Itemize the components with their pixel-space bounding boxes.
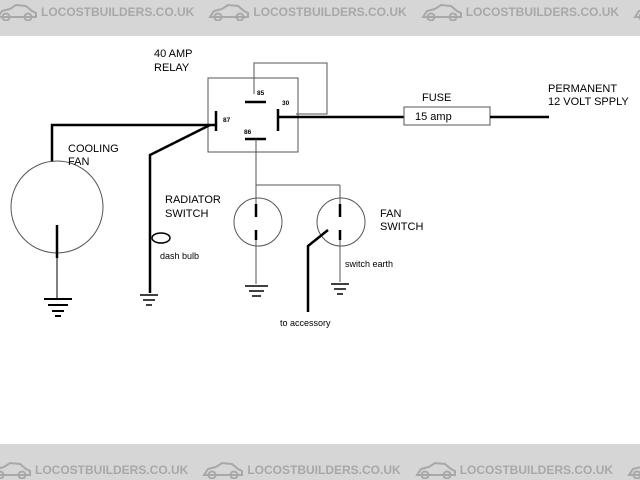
wire-relay-to-fan xyxy=(50,123,216,162)
dash-bulb-label: dash bulb xyxy=(160,251,199,261)
watermark-text: LOCOSTBUILDERS.CO.UK xyxy=(41,5,195,19)
relay-coil-loop-wire xyxy=(253,62,328,115)
radiator-switch-label-line1: RADIATOR xyxy=(165,194,221,206)
relay-label-line1: 40 AMP xyxy=(154,48,193,60)
relay-pin-87-label: 87 xyxy=(223,117,231,124)
car-icon xyxy=(202,461,244,479)
relay-pin-85-label: 85 xyxy=(257,90,265,97)
watermark-text: LOCOSTBUILDERS.CO.UK xyxy=(35,463,189,477)
supply-label-line2: 12 VOLT SPPLY xyxy=(548,96,629,108)
watermark-banner-bottom: LOCOSTBUILDERS.CO.UK LOCOSTBUILDERS.CO.U… xyxy=(0,444,640,480)
watermark-item: LOCOSTBUILDERS.CO.UK xyxy=(208,3,407,21)
relay-label-line2: RELAY xyxy=(154,62,190,74)
fan-switch-label-line2: SWITCH xyxy=(380,221,423,233)
earth-switch-circle xyxy=(233,197,283,247)
cooling-fan-label-line1: COOLING xyxy=(68,143,119,155)
watermark-item: LOCOSTBUILDERS.CO.UK xyxy=(0,461,188,479)
radiator-switch-label-line2: SWITCH xyxy=(165,208,208,220)
watermark-banner-top: LOCOSTBUILDERS.CO.UK LOCOSTBUILDERS.CO.U… xyxy=(0,0,640,36)
switch-earth-label: switch earth xyxy=(345,259,393,269)
fan-switch-label-line1: FAN xyxy=(380,208,401,220)
fan-earth-symbol xyxy=(44,298,72,317)
relay-box xyxy=(207,77,299,153)
watermark-item: LOCOSTBUILDERS.CO.UK xyxy=(414,461,614,479)
watermark-row: LOCOSTBUILDERS.CO.UK LOCOSTBUILDERS.CO.U… xyxy=(0,0,640,30)
watermark-item: LOCOSTBUILDERS.CO.UK xyxy=(420,3,620,21)
relay-pin-30-label: 30 xyxy=(282,100,290,107)
watermark-text: LOCOSTBUILDERS.CO.UK xyxy=(459,463,614,477)
car-icon xyxy=(414,461,456,479)
car-icon xyxy=(208,3,250,21)
watermark-text: LOCOSTBUILDERS.CO.UK xyxy=(247,463,401,477)
fan-switch-earth-symbol xyxy=(331,283,349,295)
fuse-value-label: 15 amp xyxy=(415,111,452,123)
relay-pin-86-label: 86 xyxy=(244,129,252,136)
cooling-fan-label-line2: FAN xyxy=(68,156,89,168)
supply-label-line1: PERMANENT xyxy=(548,83,617,95)
car-icon xyxy=(0,3,37,21)
dash-bulb-icon xyxy=(151,232,171,244)
fan-switch-circle xyxy=(316,197,366,247)
earth-switch-earth-symbol xyxy=(245,285,268,297)
to-accessory-label: to accessory xyxy=(280,318,331,328)
radiator-switch-wire xyxy=(148,123,211,293)
car-icon xyxy=(0,461,31,479)
accessory-wire xyxy=(306,229,329,312)
car-icon xyxy=(420,3,462,21)
watermark-item: LOCOSTBUILDERS.CO.UK xyxy=(202,461,401,479)
radiator-earth-symbol xyxy=(140,294,158,306)
watermark-text: LOCOSTBUILDERS.CO.UK xyxy=(253,5,407,19)
watermark-item: LOCOSTBUILDERS.CO.UK xyxy=(627,461,640,479)
fuse-label: FUSE xyxy=(422,92,451,104)
watermark-text: LOCOSTBUILDERS.CO.UK xyxy=(465,5,620,19)
watermark-row: LOCOSTBUILDERS.CO.UK LOCOSTBUILDERS.CO.U… xyxy=(0,452,640,480)
watermark-item: LOCOSTBUILDERS.CO.UK xyxy=(0,3,194,21)
car-icon xyxy=(627,466,640,479)
